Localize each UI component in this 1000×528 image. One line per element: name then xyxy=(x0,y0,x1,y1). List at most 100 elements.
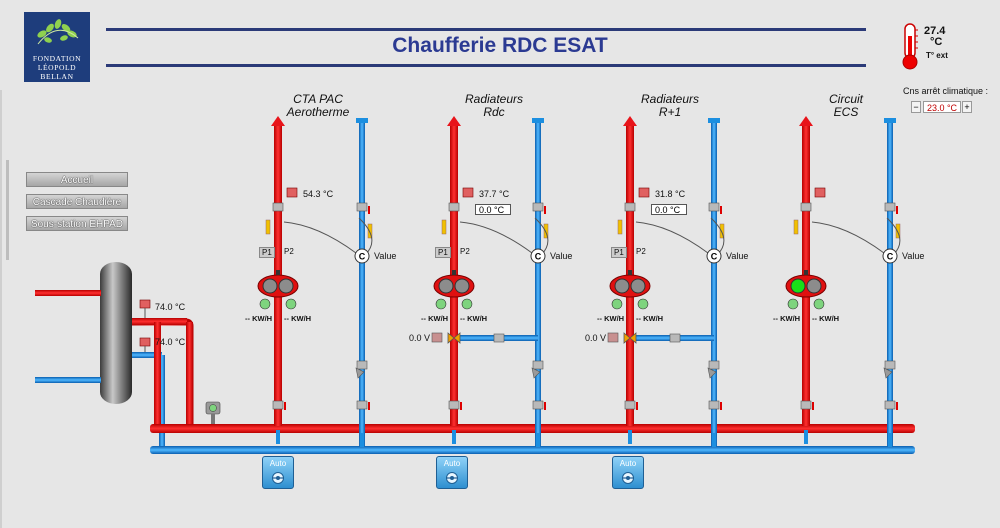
valve-actuator-icon xyxy=(607,332,619,343)
auto-mode-button-3[interactable]: Auto xyxy=(612,456,644,489)
pipe-fitting-icon xyxy=(356,400,368,410)
navigation-panel: Accueil Cascade Chaudière Sous-station E… xyxy=(22,168,132,240)
circuit-4: C xyxy=(785,116,901,447)
pump-2-status-icon[interactable] xyxy=(806,278,822,294)
setpoint-value[interactable]: 23.0 °C xyxy=(923,101,961,113)
pump-1-energy: -- KW/H xyxy=(773,314,801,323)
circuit-setpoint-field[interactable]: 0.0 °C xyxy=(651,204,687,215)
auto-mode-label: Auto xyxy=(269,459,287,468)
three-way-valve-icon xyxy=(447,332,461,344)
supply-collector xyxy=(150,424,915,433)
energy-meter-letter: C xyxy=(887,252,894,262)
three-way-valve-icon xyxy=(623,332,637,344)
check-valve-icon xyxy=(355,367,365,379)
pump-1-status-icon[interactable] xyxy=(438,278,454,294)
pump-2-energy: -- KW/H xyxy=(460,314,488,323)
circuit-title-line1: Radiateurs xyxy=(640,92,700,106)
tank-supply-sensor-icon xyxy=(139,299,151,318)
check-valve-icon xyxy=(883,367,893,379)
pipe-fitting-icon xyxy=(272,202,284,212)
title-rule-top xyxy=(106,28,866,31)
pump-1-status-icon[interactable] xyxy=(614,278,630,294)
pipe-fitting-icon xyxy=(708,202,720,212)
pump-2-energy: -- KW/H xyxy=(284,314,312,323)
energy-meter-value-label: Value xyxy=(550,251,573,261)
logo-line-2: LÉOPOLD xyxy=(37,63,77,72)
leaf-branch-icon xyxy=(37,19,79,45)
pipe-fitting-icon xyxy=(356,360,368,370)
circuit-title-line2: Rdc xyxy=(483,105,505,119)
circuit-temperature: 54.3 °C xyxy=(303,189,334,199)
pump-1-energy: -- KW/H xyxy=(245,314,273,323)
nav-sous-station-ehpad-button[interactable]: Sous-station EHPAD xyxy=(26,216,128,231)
supply-arrow-icon xyxy=(447,116,461,126)
thermostat-icon xyxy=(441,219,447,235)
pipe-fitting-icon xyxy=(884,360,896,370)
buffer-tank xyxy=(100,262,132,404)
pump-1-ok-icon xyxy=(787,298,799,310)
circuit-setpoint-field[interactable]: 0.0 °C xyxy=(475,204,511,215)
tank-supply-temp: 74.0 °C xyxy=(155,302,186,312)
auto-mode-button-1[interactable]: Auto xyxy=(262,456,294,489)
pump-2-status-icon[interactable] xyxy=(454,278,470,294)
pipe-fitting-icon xyxy=(884,400,896,410)
pipe-fitting-icon xyxy=(272,400,284,410)
circuit-title-line1: Radiateurs xyxy=(464,92,524,106)
energy-meter-letter: C xyxy=(535,252,542,262)
circuit-title-line2: ECS xyxy=(833,105,859,119)
temp-sensor-icon xyxy=(638,187,650,198)
pump-2-energy: -- KW/H xyxy=(636,314,664,323)
pump-1-label: P1 xyxy=(611,247,627,258)
climate-stop-label: Cns arrêt climatique : xyxy=(903,86,989,96)
pipe-fitting-icon xyxy=(532,360,544,370)
pump-1-label: P1 xyxy=(259,247,275,258)
setpoint-decrease-button[interactable]: − xyxy=(911,101,921,113)
pipe-fitting-icon xyxy=(448,202,460,212)
pipe-fitting-icon xyxy=(356,202,368,212)
temp-sensor-icon xyxy=(462,187,474,198)
return-pipe-end-icon xyxy=(708,118,720,123)
auto-mode-label: Auto xyxy=(443,459,461,468)
energy-meter-icon xyxy=(882,248,898,264)
pipe-fitting-icon xyxy=(800,400,812,410)
thermostat-icon xyxy=(367,223,373,239)
thermostat-icon xyxy=(265,219,271,235)
pump-mode-icon xyxy=(446,472,458,484)
circuit-temperature: 37.7 °C xyxy=(479,189,510,199)
energy-meter-letter: C xyxy=(359,252,366,262)
pump-2-ok-icon xyxy=(813,298,825,310)
nav-accueil-button[interactable]: Accueil xyxy=(26,172,128,187)
return-riser xyxy=(711,122,717,446)
circuit-title-line2: Aerotherme xyxy=(286,105,350,119)
supply-arrow-icon xyxy=(799,116,813,126)
auto-mode-button-2[interactable]: Auto xyxy=(436,456,468,489)
outdoor-temp-value: 27.4 xyxy=(924,25,946,37)
circuit-3: C xyxy=(607,116,725,447)
pump-2-ok-icon xyxy=(285,298,297,310)
return-pipe-end-icon xyxy=(884,118,896,123)
nav-cascade-chaudiere-button[interactable]: Cascade Chaudière xyxy=(26,194,128,209)
circuit-1: C xyxy=(257,116,373,447)
pipe-fitting-icon xyxy=(884,202,896,212)
supply-arrow-icon xyxy=(271,116,285,126)
setpoint-increase-button[interactable]: + xyxy=(962,101,972,113)
valve-voltage: 0.0 V xyxy=(409,333,431,343)
pump-1-ok-icon xyxy=(611,298,623,310)
temp-sensor-icon xyxy=(814,187,826,198)
outdoor-temp-unit: °C xyxy=(930,36,943,48)
pipe-fitting-icon xyxy=(624,400,636,410)
circuit-title-line1: Circuit xyxy=(828,92,863,106)
pump-2-label: P2 xyxy=(284,247,294,256)
temp-sensor-icon xyxy=(286,187,298,198)
return-riser xyxy=(535,122,541,446)
logo-line-1: FONDATION xyxy=(32,54,82,63)
auto-mode-label: Auto xyxy=(619,459,637,468)
circuit-title-line1: CTA PAC xyxy=(293,92,343,106)
pump-2-status-icon[interactable] xyxy=(278,278,294,294)
pump-1-status-icon[interactable] xyxy=(790,278,806,294)
pump-2-ok-icon xyxy=(637,298,649,310)
valve-voltage: 0.0 V xyxy=(585,333,607,343)
pump-2-status-icon[interactable] xyxy=(630,278,646,294)
pump-1-status-icon[interactable] xyxy=(262,278,278,294)
